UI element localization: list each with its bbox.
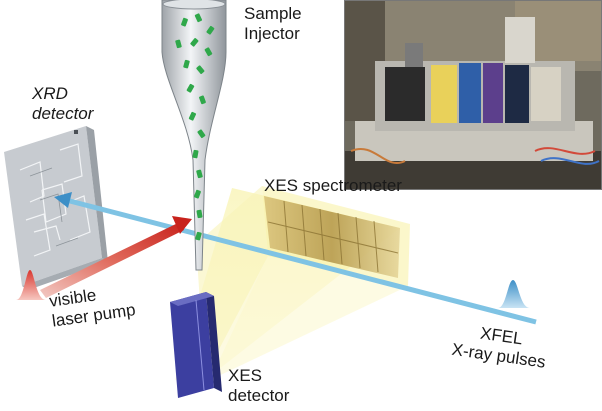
- xes-detector-label: XES detector: [228, 366, 289, 406]
- xes-spectrometer-label: XES spectrometer: [264, 176, 402, 196]
- xrd-detector-label: XRD detector: [32, 84, 93, 124]
- sample-injector: [161, 0, 227, 271]
- xrd-detector-label-line1: XRD: [32, 84, 68, 103]
- spectrometer-photo: [344, 0, 602, 190]
- xes-detector-label-line1: XES: [228, 366, 263, 385]
- sample-injector-label: Sample Injector: [244, 4, 302, 44]
- sample-injector-label-line2: Injector: [244, 24, 300, 43]
- xray-pulse-shape: [498, 280, 530, 308]
- laser-pulse-shape: [16, 270, 46, 300]
- xrd-detector: [4, 126, 108, 290]
- sample-injector-label-line1: Sample: [244, 4, 302, 23]
- sample-droplets: [175, 13, 215, 241]
- xes-spectrometer-crystals: [264, 196, 400, 278]
- photo-image: [345, 1, 601, 189]
- xes-spectrometer-label-text: XES spectrometer: [264, 176, 402, 195]
- laser-beam: [40, 216, 192, 298]
- xray-beam: [54, 192, 537, 325]
- xes-detector-label-line2: detector: [228, 386, 290, 405]
- xrd-detector-label-line2: detector: [32, 104, 94, 123]
- xes-detector: [170, 292, 222, 398]
